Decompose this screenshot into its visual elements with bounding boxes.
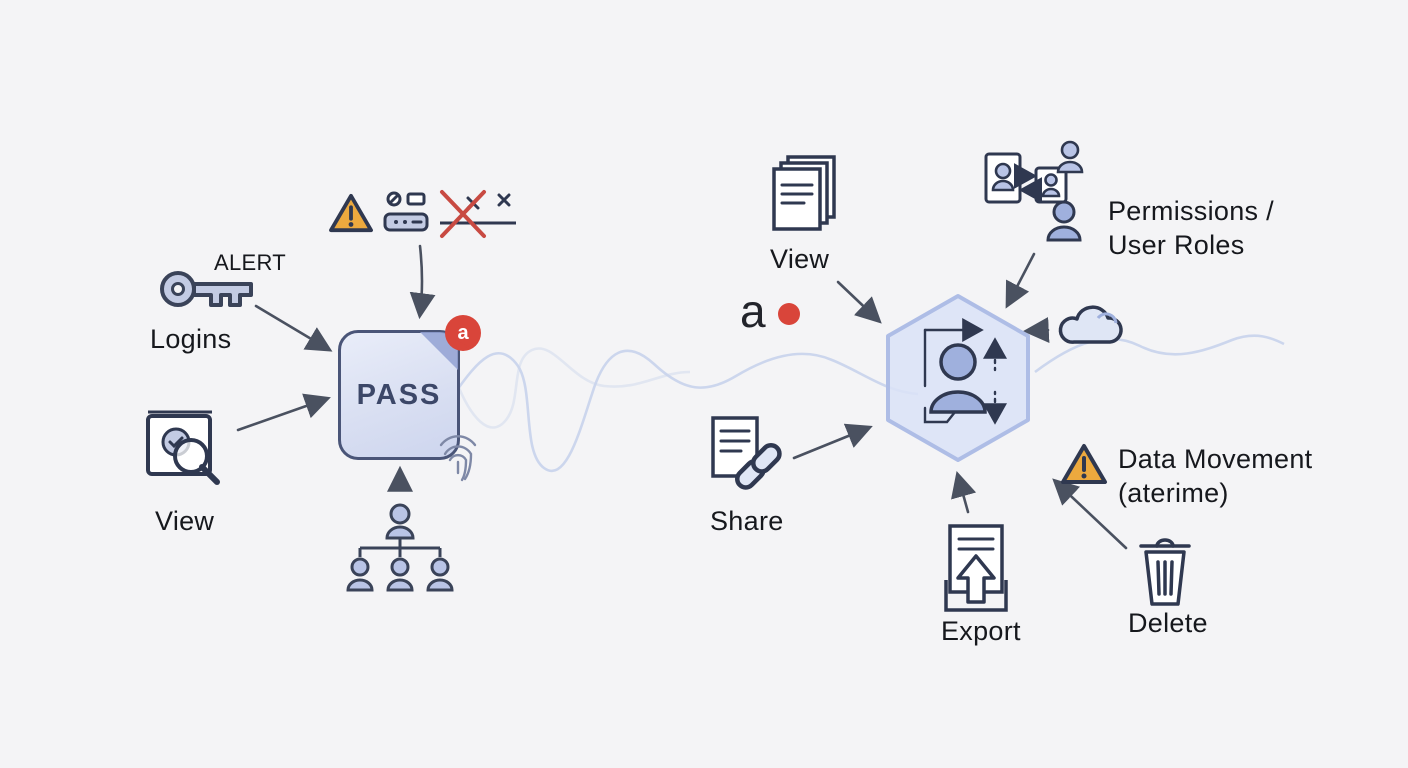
- cloud-icon: [1052, 298, 1130, 350]
- data-movement-label-line1: Data Movement: [1118, 444, 1313, 474]
- arrow-top-to-box: [409, 244, 436, 320]
- stray-letter: a: [740, 285, 766, 337]
- crossed-x-icon: [438, 186, 518, 240]
- alert-bubble-letter: a: [457, 321, 469, 344]
- trash-icon: [1133, 530, 1197, 610]
- export-label: Export: [941, 616, 1021, 646]
- arrow-share-to-hex: [792, 423, 873, 460]
- data-movement-warning-icon: [1060, 442, 1108, 486]
- credentials-icon: [380, 190, 432, 238]
- image-view-icon: [143, 406, 231, 486]
- logins-label: Logins: [150, 324, 232, 354]
- password-box: PASS a: [338, 315, 481, 482]
- arrow-logins-to-box: [254, 304, 333, 352]
- share-label: Share: [710, 506, 784, 536]
- view-label-left: View: [155, 506, 215, 536]
- document-link-icon: [705, 414, 793, 506]
- arrow-export-to-hex: [951, 470, 977, 514]
- data-movement-label-line2: (aterime): [1118, 478, 1229, 508]
- view-label-right: View: [770, 244, 830, 274]
- permissions-users-icon: [982, 138, 1090, 246]
- key-icon: [155, 260, 257, 318]
- stray-letter-marker: a: [740, 284, 800, 338]
- permissions-label-line2: User Roles: [1108, 230, 1245, 260]
- delete-label: Delete: [1128, 608, 1208, 638]
- alert-label: ALERT: [214, 250, 287, 275]
- permissions-label-line1: Permissions /: [1108, 196, 1274, 226]
- arrow-docs-to-hex: [836, 280, 882, 324]
- arrow-view-to-box: [236, 393, 331, 432]
- alert-bubble-icon: a: [445, 315, 481, 351]
- red-dot-icon: [777, 303, 800, 325]
- fingerprint-icon: [431, 427, 485, 485]
- user-dataflow-hexagon-icon: [875, 290, 1041, 466]
- pass-text: PASS: [356, 379, 442, 411]
- arrow-delete-to-warning: [1052, 478, 1128, 550]
- org-chart-icon: [335, 494, 465, 604]
- warning-triangle-icon: [328, 192, 374, 234]
- document-export-icon: [938, 522, 1014, 616]
- documents-stack-icon: [768, 152, 846, 240]
